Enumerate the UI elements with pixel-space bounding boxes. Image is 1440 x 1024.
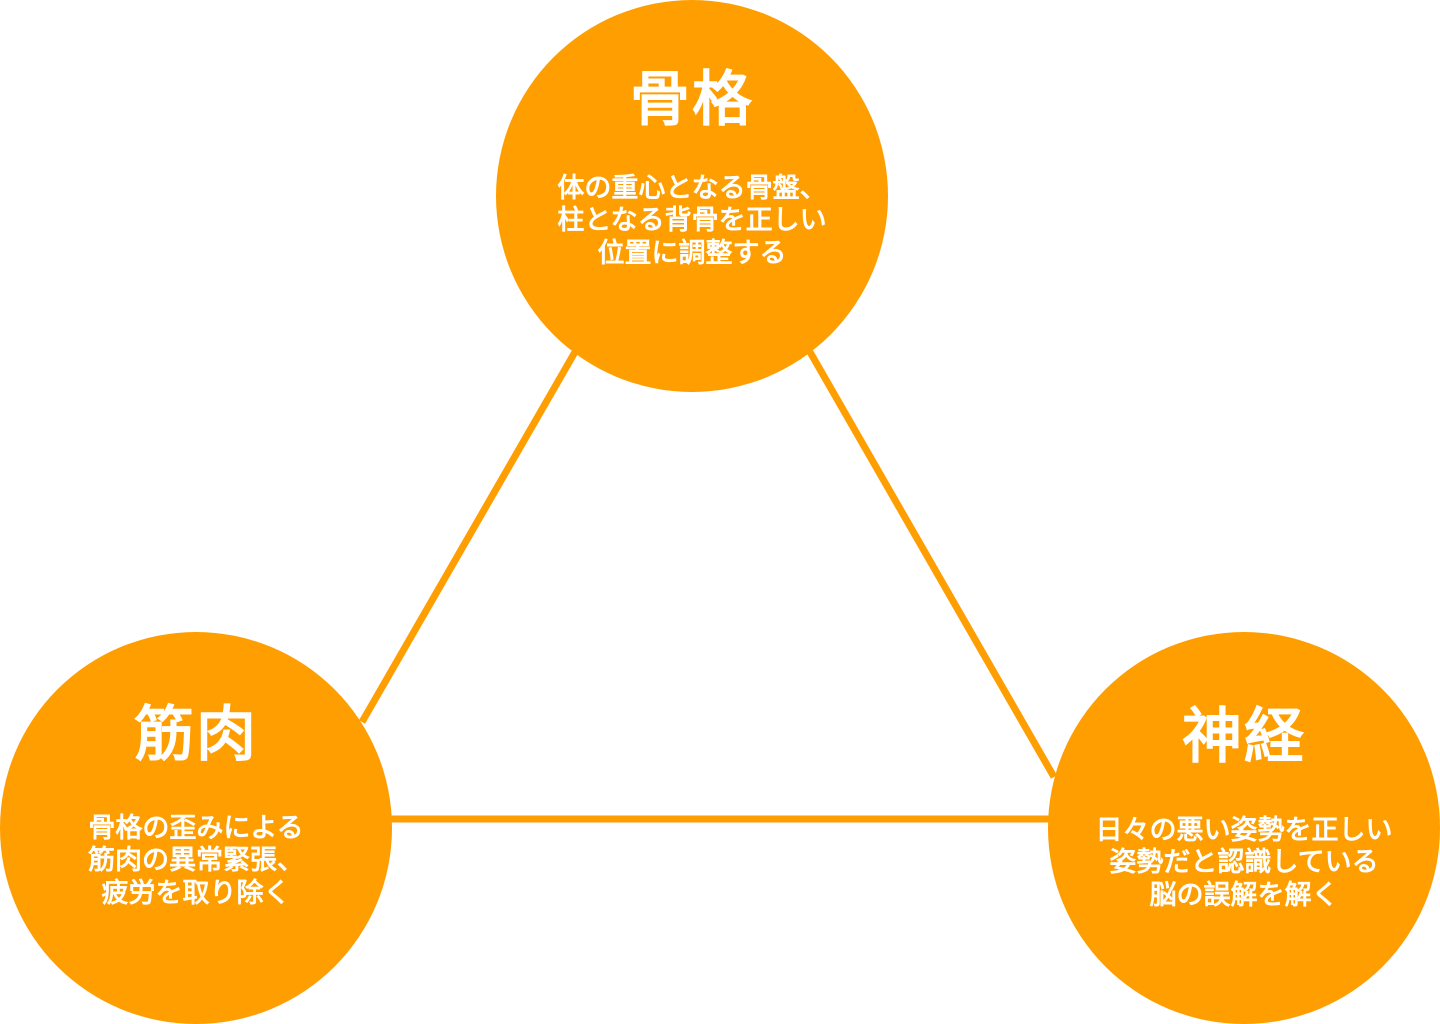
node-title: 筋肉 <box>134 700 258 770</box>
description-line: 位置に調整する <box>597 237 787 269</box>
node-description: 骨格の歪みによる 筋肉の異常緊張、 疲労を取り除く <box>88 813 304 910</box>
description-line: 疲労を取り除く <box>101 877 291 909</box>
description-line: 脳の誤解を解く <box>1149 879 1339 911</box>
node-title: 骨格 <box>630 65 754 135</box>
description-line: 筋肉の異常緊張、 <box>88 845 304 877</box>
description-line: 体の重心となる骨盤、 <box>557 173 827 204</box>
node-description: 体の重心となる骨盤、 柱となる背骨を正しい 位置に調整する <box>557 173 826 270</box>
node-nerve: 神経 日々の悪い姿勢を正しい 姿勢だと認識している 脳の誤解を解く <box>1048 632 1440 1024</box>
edge-skeleton-nerve <box>806 350 1058 779</box>
description-line: 柱となる背骨を正しい <box>557 205 827 237</box>
node-description: 日々の悪い姿勢を正しい 姿勢だと認識している 脳の誤解を解く <box>1096 815 1393 912</box>
description-line: 姿勢だと認識している <box>1109 847 1379 879</box>
node-skeleton: 骨格 体の重心となる骨盤、 柱となる背骨を正しい 位置に調整する <box>496 0 888 392</box>
description-line: 日々の悪い姿勢を正しい <box>1095 815 1393 846</box>
edge-skeleton-muscle <box>358 350 579 724</box>
description-line: 骨格の歪みによる <box>88 813 304 844</box>
node-title: 神経 <box>1182 702 1306 772</box>
node-muscle: 筋肉 骨格の歪みによる 筋肉の異常緊張、 疲労を取り除く <box>0 632 392 1024</box>
